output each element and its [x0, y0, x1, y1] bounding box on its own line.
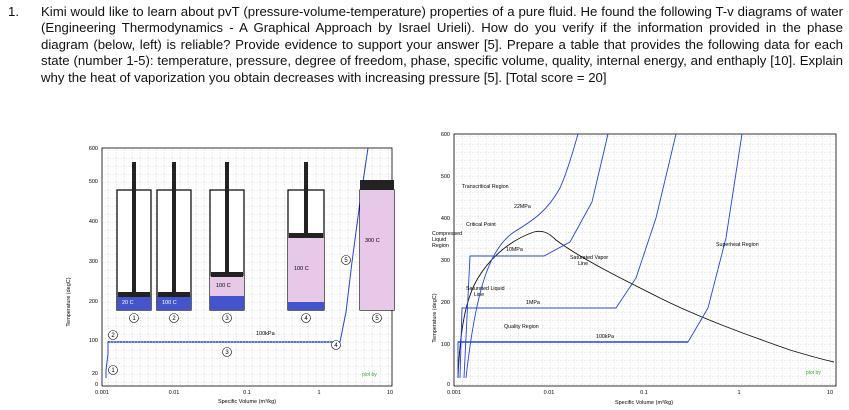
x-tick: 0.1 [243, 390, 251, 396]
cylinder-label: 300 C [365, 238, 380, 244]
y-tick: 400 [89, 219, 98, 225]
state-number: 1 [111, 368, 115, 374]
y-tick: 500 [89, 179, 98, 185]
cylinder-4: 100 C [287, 162, 325, 311]
x-tick: 0.01 [544, 390, 555, 396]
cylinder-1: 20 C [116, 162, 152, 311]
plot-credit: plot by [806, 370, 821, 376]
label-100kpa: 100kPa [596, 334, 614, 340]
x-tick: 0.1 [640, 390, 648, 396]
state-number: 2 [111, 333, 115, 339]
state-number: 1 [132, 316, 136, 322]
x-axis-label: Specific Volume (m³/kg) [218, 399, 276, 405]
cylinder-label: 100 C [294, 266, 309, 272]
state-number: 5 [375, 316, 379, 322]
y-tick: 100 [441, 342, 450, 348]
label-critical-point: Critical Point [466, 222, 496, 228]
state-number: 4 [304, 316, 308, 322]
isobars [457, 133, 743, 379]
cylinder-label: 100 C [216, 283, 231, 289]
x-tick: 10 [387, 390, 393, 396]
cylinder-label: 100 C [162, 300, 177, 306]
cylinder-5: 300 C [359, 180, 395, 311]
cylinder-3: 100 C [209, 162, 245, 311]
label-transcritical: Transcritical Region [462, 184, 509, 190]
x-tick: 0.001 [95, 390, 109, 396]
state-markers: 1 2 3 4 5 1 2 3 4 5 [108, 255, 382, 375]
x-tick-labels: 0.001 0.01 0.1 1 10 [447, 390, 833, 396]
state-number: 3 [225, 350, 229, 356]
isobar-10mpa [463, 133, 609, 379]
plot-area [453, 133, 837, 387]
y-tick: 600 [441, 132, 450, 138]
y-tick: 100 [89, 338, 98, 344]
isobar-label: 100kPa [256, 331, 276, 337]
isobar-1mpa [459, 133, 677, 379]
y-tick: 300 [89, 259, 98, 265]
x-tick: 0.01 [169, 390, 180, 396]
y-tick: 200 [441, 300, 450, 306]
y-tick: 500 [441, 174, 450, 180]
cylinder-2: 100 C [156, 162, 192, 311]
saturation-dome [457, 230, 835, 379]
x-tick: 1 [737, 390, 740, 396]
y-tick: 0 [447, 382, 450, 388]
y-tick: 600 [89, 146, 98, 152]
region-labels: Transcritical Region 22MPa Critical Poin… [432, 184, 759, 340]
y-tick: 0 [95, 382, 98, 388]
x-axis-label: Specific Volume (m³/kg) [615, 400, 673, 406]
x-tick: 0.001 [447, 390, 461, 396]
y-tick: 20 [92, 371, 98, 377]
x-tick-labels: 0.001 0.01 0.1 1 10 [95, 390, 393, 396]
question-number: 1. [8, 4, 19, 19]
label-22mpa: 22MPa [514, 204, 531, 210]
x-tick: 10 [827, 390, 833, 396]
right-tv-diagram: 600 500 400 300 200 100 0 Temperature (d… [432, 132, 837, 406]
y-axis-label: Temperature (degC) [432, 293, 438, 342]
y-tick: 200 [89, 299, 98, 305]
x-tick: 1 [317, 390, 320, 396]
y-tick: 300 [441, 258, 450, 264]
y-tick: 400 [441, 216, 450, 222]
y-tick-labels: 600 500 400 300 200 100 0 [441, 132, 450, 388]
label-superheat: Superheat Region [716, 242, 759, 248]
y-tick-labels: 600 500 400 300 200 100 20 0 [89, 146, 98, 388]
state-number: 2 [172, 316, 176, 322]
state-number: 5 [344, 258, 348, 264]
state-number: 3 [225, 316, 229, 322]
label-quality-region: Quality Region [504, 324, 539, 330]
state-number: 4 [334, 343, 338, 349]
label-1mpa: 1MPa [526, 300, 540, 306]
cylinder-label: 20 C [122, 300, 134, 306]
label-10mpa: 10MPa [506, 247, 523, 253]
y-axis-label: Temperature (degC) [66, 277, 72, 326]
plot-credit: plot by [362, 372, 377, 378]
question-text: Kimi would like to learn about pvT (pres… [41, 4, 843, 85]
left-tv-diagram: 600 500 400 300 200 100 20 0 Temperature… [66, 146, 395, 405]
isobar-22mpa [465, 133, 579, 379]
isobar-100kpa [457, 133, 743, 378]
